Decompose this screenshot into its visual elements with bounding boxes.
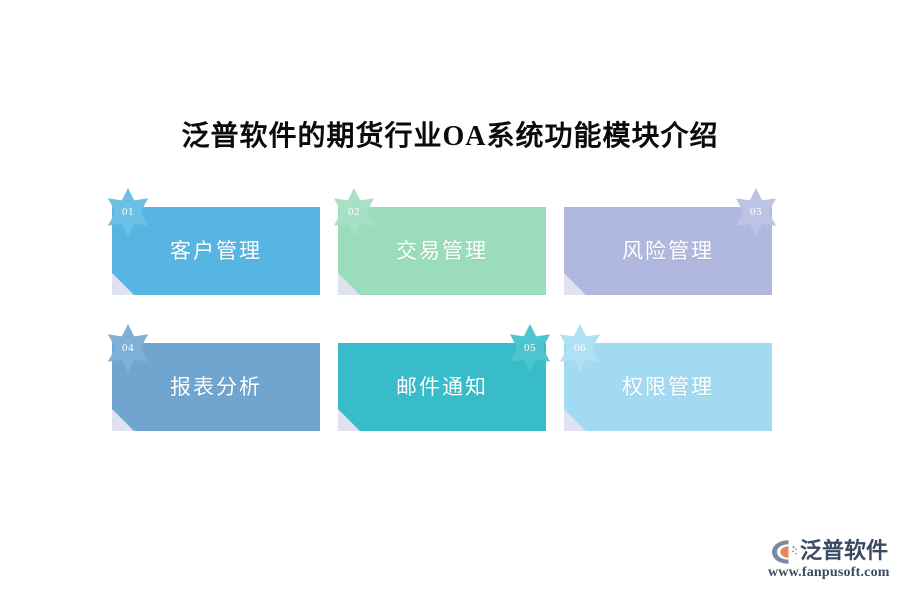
module-card-label: 权限管理 <box>622 375 714 399</box>
module-step-badge: 02 <box>330 188 378 236</box>
module-card-label: 交易管理 <box>396 239 488 263</box>
module-card-label: 风险管理 <box>622 239 714 263</box>
module-card[interactable]: 权限管理 06 <box>560 324 772 431</box>
module-step-number: 03 <box>750 206 762 218</box>
fanpu-logo-icon <box>768 539 798 565</box>
module-step-number: 01 <box>122 206 134 218</box>
module-card-body <box>564 207 772 295</box>
module-card[interactable]: 交易管理 02 <box>334 188 546 295</box>
module-card[interactable]: 风险管理 03 <box>564 188 776 295</box>
module-step-number: 04 <box>122 342 134 354</box>
module-card-body <box>564 343 772 431</box>
module-card-label: 邮件通知 <box>396 375 488 399</box>
module-card-label: 客户管理 <box>170 239 262 263</box>
page-title: 泛普软件的期货行业OA系统功能模块介绍 <box>181 121 719 152</box>
module-step-badge: 03 <box>732 188 780 236</box>
module-card-body <box>338 343 546 431</box>
module-card-body <box>338 207 546 295</box>
module-step-number: 05 <box>524 342 536 354</box>
logo-website-url: www.fanpusoft.com <box>768 565 890 580</box>
module-step-badge: 06 <box>556 324 604 372</box>
module-card[interactable]: 报表分析 04 <box>108 324 320 431</box>
module-card[interactable]: 客户管理 01 <box>108 188 320 295</box>
module-card-grid: 客户管理 01 交易管理 02 风险管理 03 报表分析 04 邮件通知 05 权限管理 06 <box>108 188 788 457</box>
module-card-body <box>112 343 320 431</box>
module-card[interactable]: 邮件通知 05 <box>338 324 550 431</box>
module-card-body <box>112 207 320 295</box>
module-step-badge: 01 <box>104 188 152 236</box>
module-step-number: 06 <box>574 342 586 354</box>
brand-logo: 泛普软件 www.fanpusoft.com <box>768 537 890 583</box>
module-step-number: 02 <box>348 206 360 218</box>
module-step-badge: 05 <box>506 324 554 372</box>
module-step-badge: 04 <box>104 324 152 372</box>
logo-brand-text: 泛普软件 <box>800 538 889 563</box>
module-card-label: 报表分析 <box>170 375 262 399</box>
